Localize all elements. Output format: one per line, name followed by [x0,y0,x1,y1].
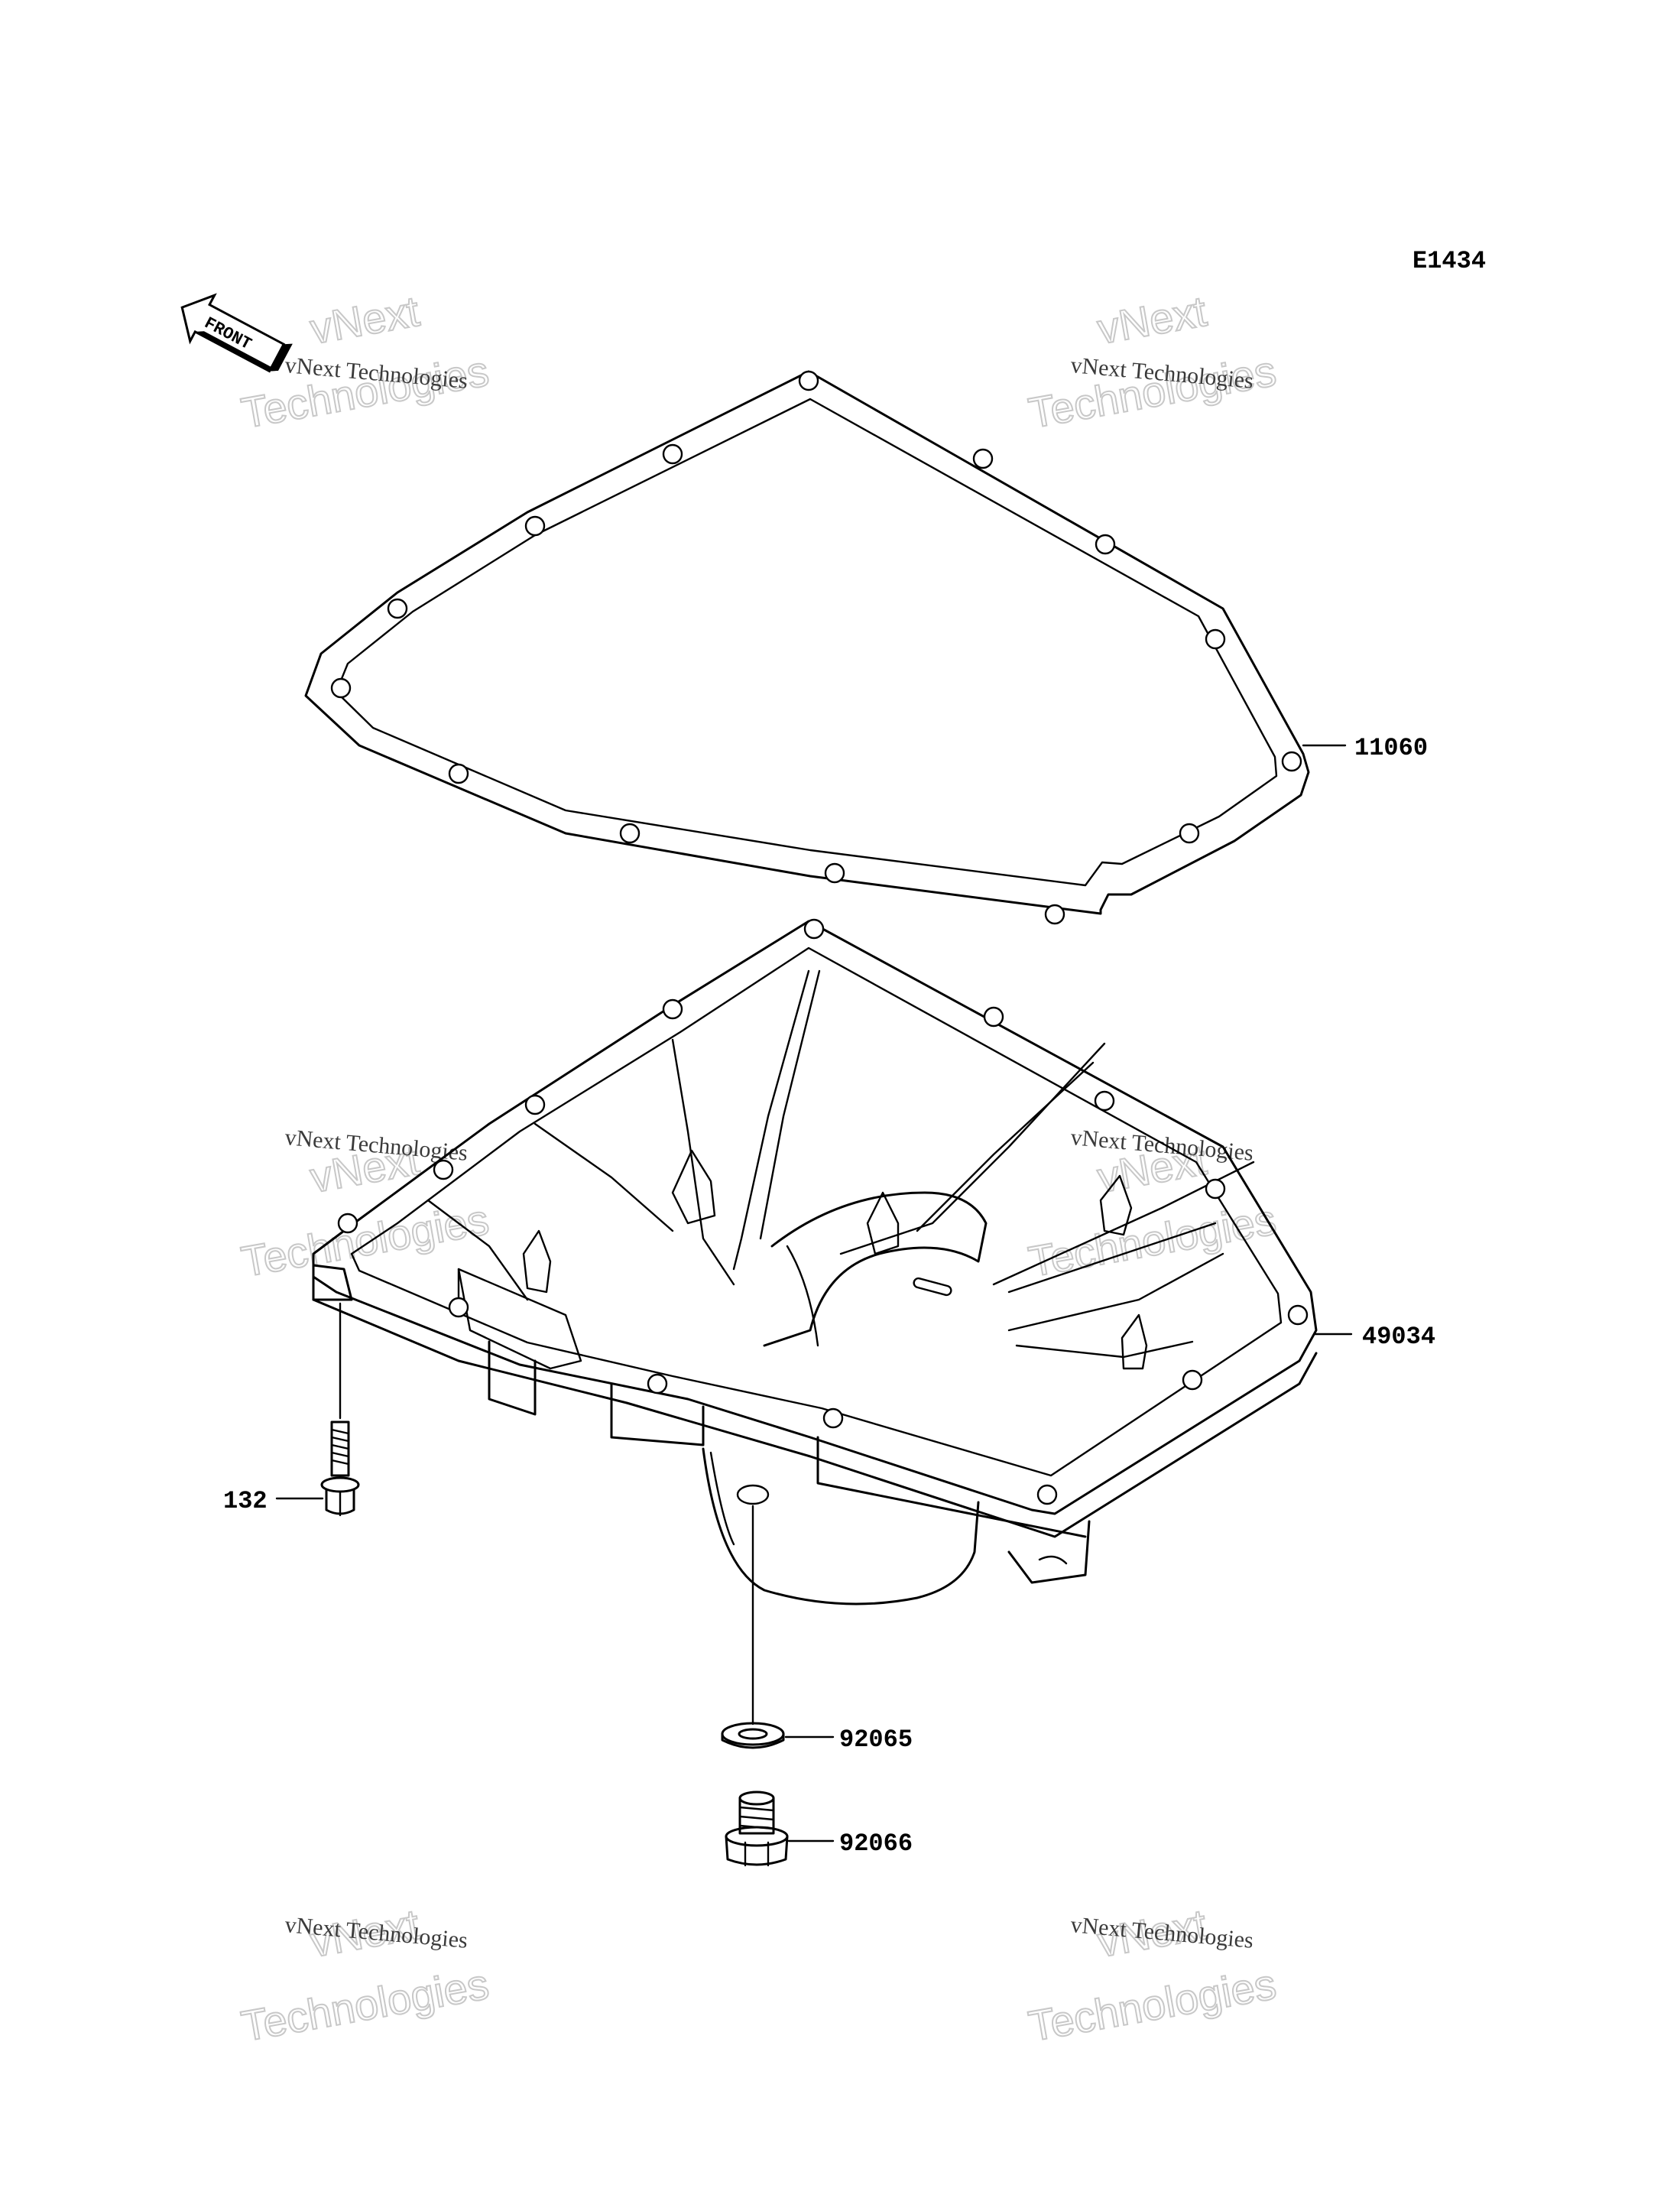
watermark-bottom-right: vNext Technologies vNext Technologies [1024,1899,1280,2051]
front-arrow-icon: FRONT [180,293,293,373]
gasket-11060 [304,370,1310,925]
oil-pan-49034 [312,918,1318,1605]
part-label-49034: 49034 [1362,1323,1435,1351]
washer-92065 [721,1722,785,1749]
watermark-bottom-left: vNext Technologies vNext Technologies [237,1899,493,2051]
part-label-132: 132 [223,1487,268,1515]
watermark-mid-right: vNext Technologies vNext Technologies [1024,1125,1280,1287]
watermark-top-right: vNext Technologies vNext Technologies [1024,286,1280,438]
gasket-bolt-holes [330,370,1302,925]
drain-plug-92066 [725,1791,789,1867]
svg-text:Technologies: Technologies [1025,1959,1279,2050]
part-label-92066: 92066 [839,1830,913,1858]
svg-text:Technologies: Technologies [1025,1195,1279,1286]
part-label-11060: 11060 [1354,734,1428,762]
svg-text:Technologies: Technologies [238,1959,492,2050]
part-label-92065: 92065 [839,1726,913,1754]
svg-text:vNext: vNext [1094,287,1210,353]
bolt-132 [320,1420,360,1517]
svg-text:vNext: vNext [306,287,423,353]
diagram-code: E1434 [1412,247,1486,275]
oil-pan-bolt-holes [337,918,1309,1505]
